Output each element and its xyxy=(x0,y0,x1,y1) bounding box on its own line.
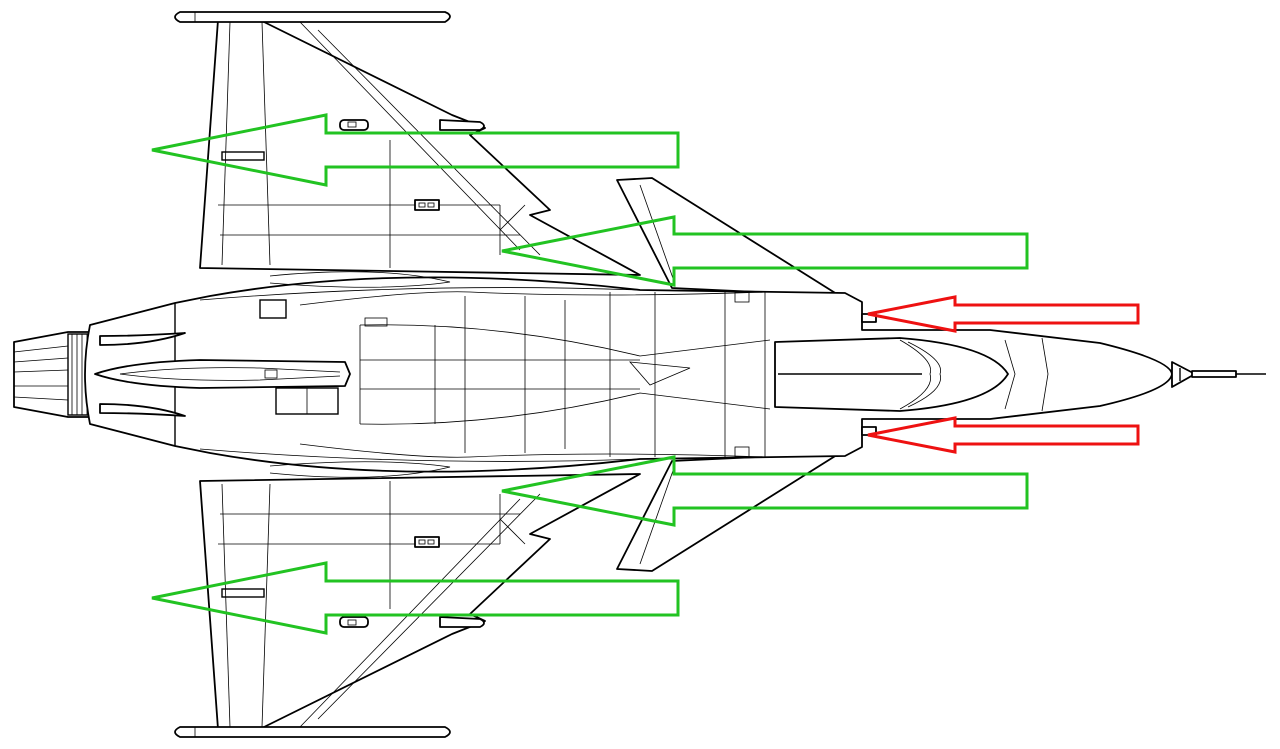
spine-strake xyxy=(94,332,351,417)
pylon-lower-outer xyxy=(339,616,485,628)
wingtip-rail-upper xyxy=(174,11,451,23)
airflow-arrow-intake-lower xyxy=(867,416,1140,454)
airflow-arrow-wing-upper-outer xyxy=(151,113,680,187)
airflow-arrow-canard-upper xyxy=(501,215,1029,287)
canard-lower xyxy=(616,452,841,572)
main-wing-upper xyxy=(199,19,641,276)
airflow-arrow-intake-upper xyxy=(867,295,1140,333)
airflow-arrow-canard-lower xyxy=(501,455,1029,527)
canard-upper xyxy=(616,177,841,297)
wing-fairing-lower xyxy=(269,461,451,478)
fuselage xyxy=(84,276,1173,473)
airflow-arrow-wing-lower-outer xyxy=(151,561,680,635)
pylon-lower-inner xyxy=(414,536,440,548)
main-wing-lower xyxy=(199,473,641,730)
pylon-upper-outer xyxy=(339,119,485,131)
wing-fairing-upper xyxy=(269,271,451,288)
pylon-upper-inner xyxy=(414,199,440,211)
airflow-arrows xyxy=(151,113,1140,635)
wingtip-rail-lower xyxy=(174,726,451,738)
engine-nozzle xyxy=(13,331,93,418)
cockpit-canopy xyxy=(774,337,1049,412)
nose-probe xyxy=(1171,361,1266,388)
